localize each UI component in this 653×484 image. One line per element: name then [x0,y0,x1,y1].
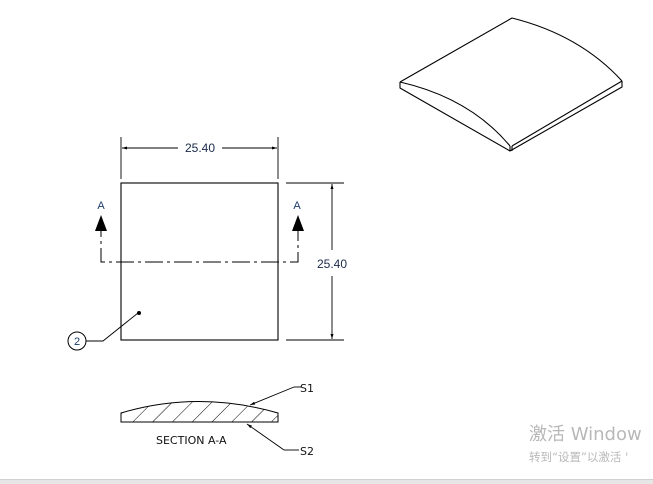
section-view: S1 S2 SECTION A-A [120,382,314,458]
width-dimension-text: 25.40 [185,141,215,155]
part-balloon[interactable]: 2 [67,311,141,351]
section-label-right: A [293,200,301,212]
callout-s1: S1 [300,382,314,395]
height-dimension-text: 25.40 [317,257,347,271]
watermark-title: 激活 Window [529,424,642,445]
section-line: A A [95,200,304,263]
top-view: 25.40 25.40 A A 2 [67,137,347,351]
bottom-scrollbar[interactable] [0,479,653,484]
section-arrow-right-icon [292,215,304,231]
section-title: SECTION A-A [156,434,227,447]
section-label-left: A [97,200,105,212]
isometric-view [399,17,623,152]
windows-activation-watermark: 激活 Window 转到“设置”以激活 ' [529,424,642,465]
callout-s2: S2 [300,445,314,458]
section-arrow-left-icon [95,215,107,231]
watermark-subtitle: 转到“设置”以激活 ' [529,450,629,464]
balloon-number: 2 [74,336,80,348]
